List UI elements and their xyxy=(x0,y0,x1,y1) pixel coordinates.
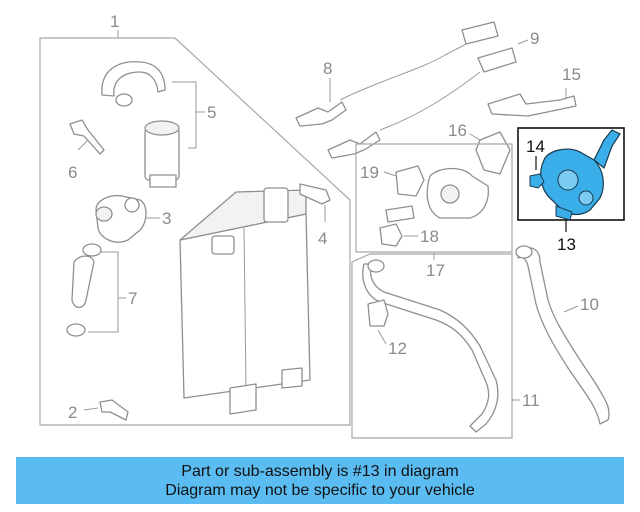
callout-5: 5 xyxy=(207,103,216,122)
pipe-end-11 xyxy=(367,259,385,273)
sensor-wire-8 xyxy=(339,41,471,101)
thermostat-port-13 xyxy=(557,169,579,191)
parts-diagram: 1 5 6 3 7 4 2 8 9 15 xyxy=(39,12,625,439)
canister-foot xyxy=(229,383,257,415)
egr-flange xyxy=(385,205,415,223)
gasket-16 xyxy=(475,131,511,175)
leader-5 xyxy=(172,81,205,149)
sensor-12 xyxy=(367,299,389,327)
callout-11: 11 xyxy=(522,391,540,410)
canister-port-b xyxy=(263,187,289,223)
hose-clamp-7b xyxy=(66,323,86,337)
callout-15: 15 xyxy=(562,65,581,84)
callout-12: 12 xyxy=(388,339,407,358)
gasket-19 xyxy=(395,165,425,197)
hose-end-10 xyxy=(515,245,533,259)
leader-16 xyxy=(469,133,481,141)
filter-body-5 xyxy=(144,127,180,181)
callout-9: 9 xyxy=(530,29,539,48)
bolt-6 xyxy=(69,119,105,155)
bolt-4 xyxy=(299,183,331,205)
leader-19 xyxy=(383,171,397,177)
group-frame-1 xyxy=(39,37,351,426)
valve-port-3 xyxy=(95,206,113,222)
group-frame-17 xyxy=(355,143,513,253)
thermostat-port-13b xyxy=(578,190,594,206)
callout-13: 13 xyxy=(557,235,576,254)
leader-6 xyxy=(77,139,89,151)
connector-9 xyxy=(477,47,517,73)
leader-7 xyxy=(88,251,126,333)
valve-connector-3 xyxy=(124,197,140,213)
hose-end-5 xyxy=(115,93,133,107)
filter-top-5 xyxy=(144,120,180,136)
connector-8 xyxy=(461,21,499,45)
sensor-9 xyxy=(327,131,381,159)
callout-10: 10 xyxy=(580,295,599,314)
egr-port xyxy=(440,184,460,204)
fitting-18 xyxy=(379,223,403,247)
callout-2: 2 xyxy=(68,403,77,422)
leader-2 xyxy=(83,407,99,411)
bracket-15 xyxy=(487,93,577,117)
temp-sensor-14 xyxy=(529,173,545,189)
callout-14: 14 xyxy=(526,137,545,156)
group-frame-13 xyxy=(517,127,625,221)
sensor-wire-9 xyxy=(379,71,481,131)
hose-7 xyxy=(71,255,95,309)
canister-foot-b xyxy=(281,367,303,389)
callout-17: 17 xyxy=(426,261,445,280)
coolant-pipe-11 xyxy=(362,263,499,433)
callout-16: 16 xyxy=(448,121,467,140)
callout-3: 3 xyxy=(162,209,171,228)
group-frame-11 xyxy=(351,253,513,439)
hose-clamp-7a xyxy=(82,243,102,257)
callout-19: 19 xyxy=(360,163,379,182)
coolant-hose-10 xyxy=(517,247,610,425)
thermostat-neck-13 xyxy=(555,205,573,221)
bolt-2 xyxy=(99,399,129,421)
callout-6: 6 xyxy=(68,163,77,182)
leader-12 xyxy=(377,329,387,345)
leader-9 xyxy=(517,39,529,45)
vapor-hose-5 xyxy=(101,61,166,97)
callout-8: 8 xyxy=(323,59,332,78)
banner-line-2: Diagram may not be specific to your vehi… xyxy=(165,481,475,499)
callout-7: 7 xyxy=(128,289,137,308)
callout-4: 4 xyxy=(318,229,327,248)
canister-port-a xyxy=(211,235,235,255)
callout-18: 18 xyxy=(420,227,439,246)
sensor-8 xyxy=(295,101,347,127)
canister-seam xyxy=(243,227,247,391)
callout-1: 1 xyxy=(110,12,119,31)
banner-line-1: Part or sub-assembly is #13 in diagram xyxy=(181,462,459,480)
leader-10 xyxy=(563,305,579,313)
info-banner: Part or sub-assembly is #13 in diagram D… xyxy=(16,457,624,504)
filter-bracket-5 xyxy=(149,174,177,188)
thermostat-outlet-13 xyxy=(593,129,621,169)
